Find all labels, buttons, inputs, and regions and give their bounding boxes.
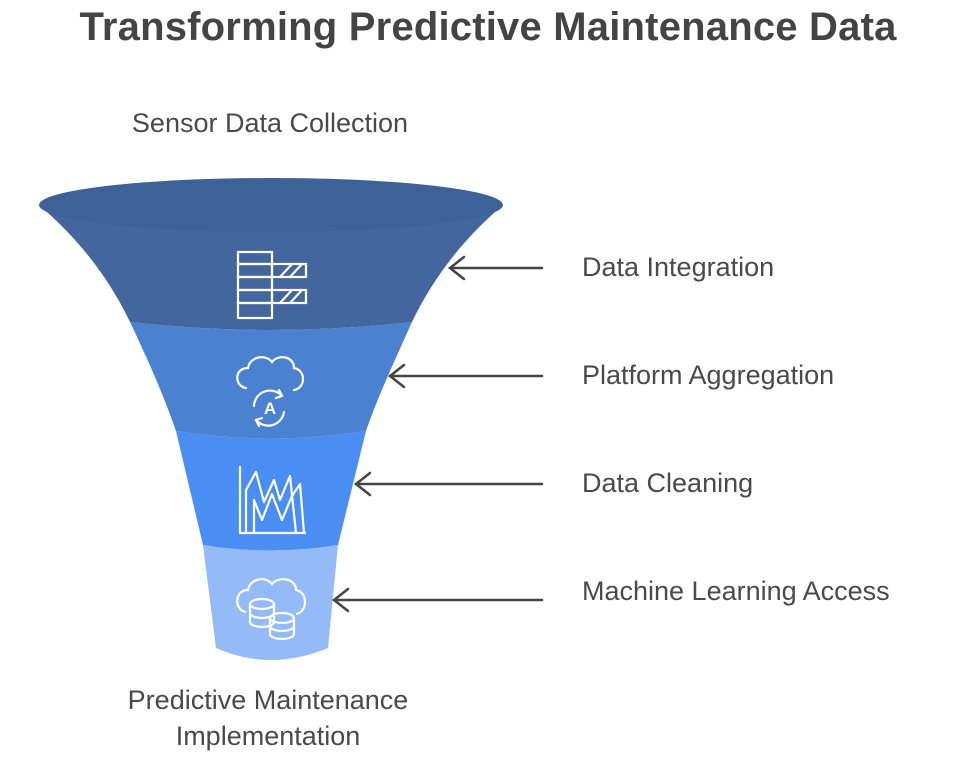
stage-label-machine-learning-access: Machine Learning Access [582, 576, 890, 606]
arrow-stage-2 [387, 363, 544, 389]
svg-text:A: A [264, 399, 276, 418]
cloud-database-icon [236, 578, 307, 641]
funnel-bottom-label-line-2: Implementation [175, 721, 361, 751]
stage-label-data-cleaning: Data Cleaning [582, 468, 754, 498]
funnel-stage-2 [130, 322, 412, 439]
stage-label-platform-aggregation: Platform Aggregation [582, 360, 835, 390]
funnel-stage-4 [203, 545, 338, 660]
funnel-rim [39, 178, 503, 232]
funnel-bottom-label: Predictive Maintenance Implementation [68, 682, 468, 754]
data-integration-icon [236, 250, 308, 320]
chart-cleaning-icon [238, 466, 306, 535]
diagram-title: Transforming Predictive Maintenance Data [79, 5, 897, 49]
arrow-stage-4 [331, 587, 544, 613]
cloud-automation-icon: A [236, 356, 305, 428]
funnel-top-label: Sensor Data Collection [131, 108, 409, 138]
funnel-stage-3 [176, 431, 366, 551]
arrow-stage-1 [447, 255, 544, 281]
stage-label-data-integration: Data Integration [582, 252, 775, 282]
funnel-bottom-label-line-1: Predictive Maintenance [127, 685, 409, 715]
arrow-stage-3 [353, 471, 544, 497]
stage-arrows [331, 255, 544, 613]
